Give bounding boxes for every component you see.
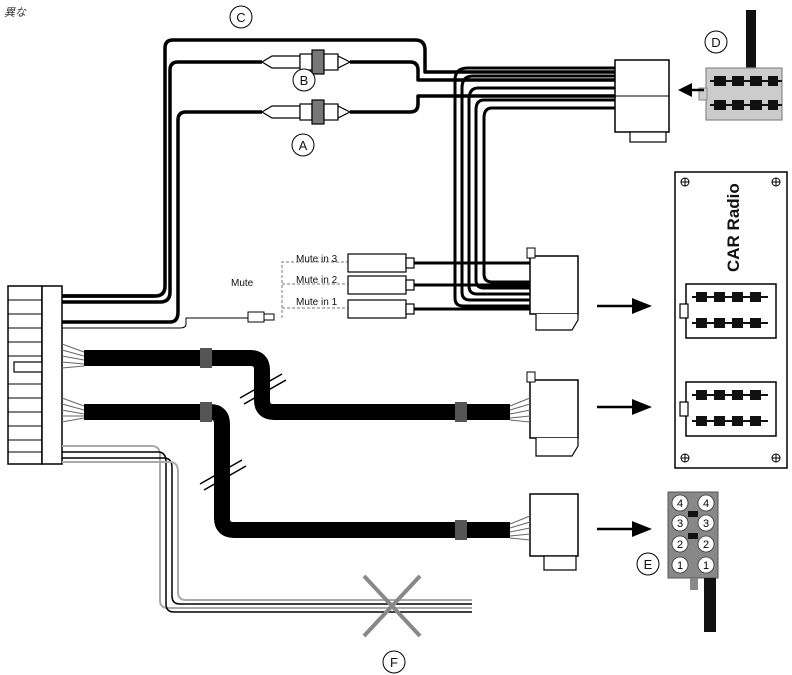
wire-fanouts bbox=[61, 343, 531, 541]
not-used-cross bbox=[362, 574, 422, 638]
connector-lower bbox=[526, 371, 579, 457]
cut-marks bbox=[199, 373, 287, 491]
mute-in-3-label: Mute in 3 bbox=[296, 254, 338, 265]
pin-4-left: 4 bbox=[677, 498, 683, 510]
pin-1-left: 1 bbox=[677, 560, 683, 572]
callout-d: D bbox=[711, 35, 720, 50]
antenna-connector-block bbox=[614, 59, 670, 143]
antenna-wires bbox=[62, 38, 615, 324]
adapter-a bbox=[260, 99, 352, 125]
mute-wire bbox=[62, 311, 275, 329]
adapter-b bbox=[260, 49, 352, 75]
connector-upper bbox=[526, 247, 579, 331]
radio-socket-lower bbox=[679, 381, 777, 437]
mute-in-1-label: Mute in 1 bbox=[296, 297, 338, 308]
callout-e: E bbox=[644, 557, 653, 572]
corner-text: 異な bbox=[4, 6, 26, 19]
mute-dashed-links bbox=[281, 261, 348, 318]
mute-in-plugs bbox=[347, 253, 415, 319]
mute-in-wires bbox=[414, 261, 530, 311]
arrow-d bbox=[678, 83, 704, 97]
connector-d bbox=[698, 10, 783, 121]
callout-c: C bbox=[236, 10, 245, 25]
callout-a: A bbox=[299, 138, 308, 153]
pin-1-right: 1 bbox=[703, 560, 709, 572]
pin-2-right: 2 bbox=[703, 539, 709, 551]
thick-cables bbox=[84, 350, 510, 538]
radio-socket-upper bbox=[679, 283, 777, 339]
connector-e-socket bbox=[529, 493, 579, 571]
pin-3-left: 3 bbox=[677, 518, 683, 530]
pin-2-left: 2 bbox=[677, 539, 683, 551]
callout-circles bbox=[229, 5, 728, 674]
callout-f: F bbox=[390, 655, 398, 670]
unused-wires-f bbox=[62, 445, 472, 613]
callout-b: B bbox=[300, 73, 309, 88]
arrows-to-radio bbox=[597, 298, 652, 537]
cable-sleeves bbox=[200, 348, 467, 540]
car-radio-label: CAR Radio bbox=[724, 183, 743, 272]
bundle-wires bbox=[453, 66, 615, 308]
mute-label: Mute bbox=[231, 278, 254, 289]
pin-4-right: 4 bbox=[703, 498, 709, 510]
pin-3-right: 3 bbox=[703, 518, 709, 530]
main-harness-connector bbox=[7, 285, 63, 465]
mute-in-2-label: Mute in 2 bbox=[296, 275, 338, 286]
connector-e: 4 4 3 3 2 2 1 1 bbox=[667, 491, 719, 632]
